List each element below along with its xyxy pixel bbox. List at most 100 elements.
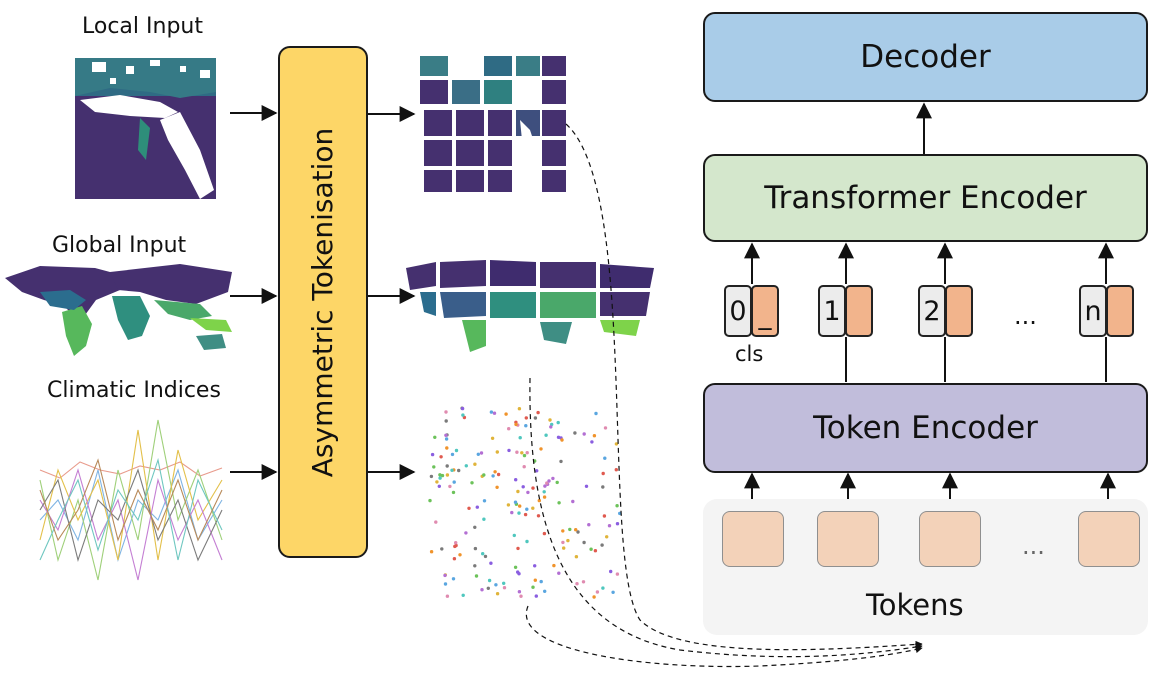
index-dot (495, 485, 499, 489)
index-dot (536, 410, 540, 415)
dashed-connector-indices (525, 605, 923, 668)
index-dot (594, 411, 598, 416)
embedding-n (1106, 285, 1134, 337)
index-dot (584, 484, 589, 488)
index-dot (615, 504, 619, 508)
sequence-index-1: 1 (818, 285, 846, 337)
decoder-label: Decoder (860, 39, 991, 75)
sequence-index-n: n (1079, 285, 1107, 337)
index-dot (429, 550, 434, 554)
index-dot (543, 484, 547, 488)
index-dot (525, 539, 529, 544)
cls-embedding: _ (751, 285, 779, 337)
index-dot (520, 451, 524, 455)
index-dot (542, 495, 547, 499)
index-dot (495, 592, 500, 596)
index-dot (603, 426, 608, 430)
index-dot (454, 543, 458, 548)
index-dot (548, 418, 552, 422)
index-dot (492, 411, 497, 415)
index-dot (493, 470, 497, 474)
index-dot (464, 531, 468, 535)
index-dot (444, 410, 448, 414)
index-dot (562, 546, 566, 550)
index-dot (582, 540, 586, 545)
index-dot (490, 436, 495, 440)
index-dot (467, 506, 471, 510)
index-dot (539, 579, 543, 584)
index-dot (615, 572, 620, 576)
index-dot (539, 447, 543, 451)
index-dot (494, 583, 498, 587)
index-dot (568, 527, 572, 532)
index-dot (445, 594, 450, 598)
index-dot (476, 452, 480, 456)
index-dot (516, 546, 520, 551)
index-dot (551, 476, 555, 481)
index-dot (506, 503, 511, 507)
index-dot (605, 535, 609, 539)
index-dot (444, 419, 448, 423)
sequence-ellipsis: ... (1014, 302, 1037, 330)
index-dot (460, 406, 465, 411)
index-dot (531, 585, 535, 589)
index-dot (430, 452, 435, 457)
index-dot (574, 528, 578, 532)
climatic-indices-dots (428, 406, 622, 599)
local-patches-image (420, 56, 566, 192)
index-dot (581, 580, 586, 584)
index-dot (601, 586, 605, 590)
index-dot (549, 425, 553, 429)
index-dot (440, 547, 444, 551)
index-dot (439, 455, 443, 459)
index-dot (434, 520, 438, 524)
index-dot (533, 578, 537, 582)
index-dot (443, 573, 447, 578)
dashed-connector-global (529, 377, 923, 658)
index-dot (607, 524, 612, 528)
index-dot (589, 547, 593, 551)
index-dot (479, 451, 484, 455)
index-dot (576, 530, 580, 534)
index-dot (545, 481, 549, 485)
index-dot (502, 581, 506, 585)
index-dot (524, 416, 528, 420)
index-dot (487, 578, 492, 583)
index-dot (536, 514, 541, 518)
index-dot (461, 593, 465, 597)
index-dot (559, 459, 563, 464)
index-dot (533, 416, 538, 420)
index-dot (443, 582, 448, 586)
index-dot (573, 431, 577, 435)
index-dot (489, 410, 494, 414)
embedding-1 (845, 285, 873, 337)
index-dot (432, 465, 436, 469)
index-dot (556, 420, 560, 425)
index-dot (452, 480, 456, 484)
index-dot (516, 570, 520, 574)
index-dot (483, 554, 488, 559)
index-dot (495, 450, 499, 454)
climatic-indices-label: Climatic Indices (47, 378, 221, 403)
index-dot (542, 531, 547, 536)
index-dot (595, 590, 600, 594)
token-encoder-label: Token Encoder (813, 410, 1038, 446)
index-dot (525, 507, 529, 511)
index-dot (556, 435, 561, 439)
index-dot (521, 485, 525, 489)
index-dot (438, 476, 442, 480)
index-dot (517, 590, 522, 594)
index-dot (475, 505, 479, 509)
index-dot (444, 437, 449, 441)
index-dot (473, 546, 478, 551)
decoder-block: Decoder (703, 12, 1148, 102)
asymmetric-tokenisation-label: Asymmetric Tokenisation (306, 127, 340, 477)
index-dot (445, 446, 449, 450)
index-dot (437, 484, 441, 488)
index-dot (454, 541, 458, 545)
global-input-map (5, 264, 232, 356)
index-dot (513, 500, 518, 504)
token-tile-4 (1078, 511, 1140, 567)
index-dot (543, 589, 547, 593)
